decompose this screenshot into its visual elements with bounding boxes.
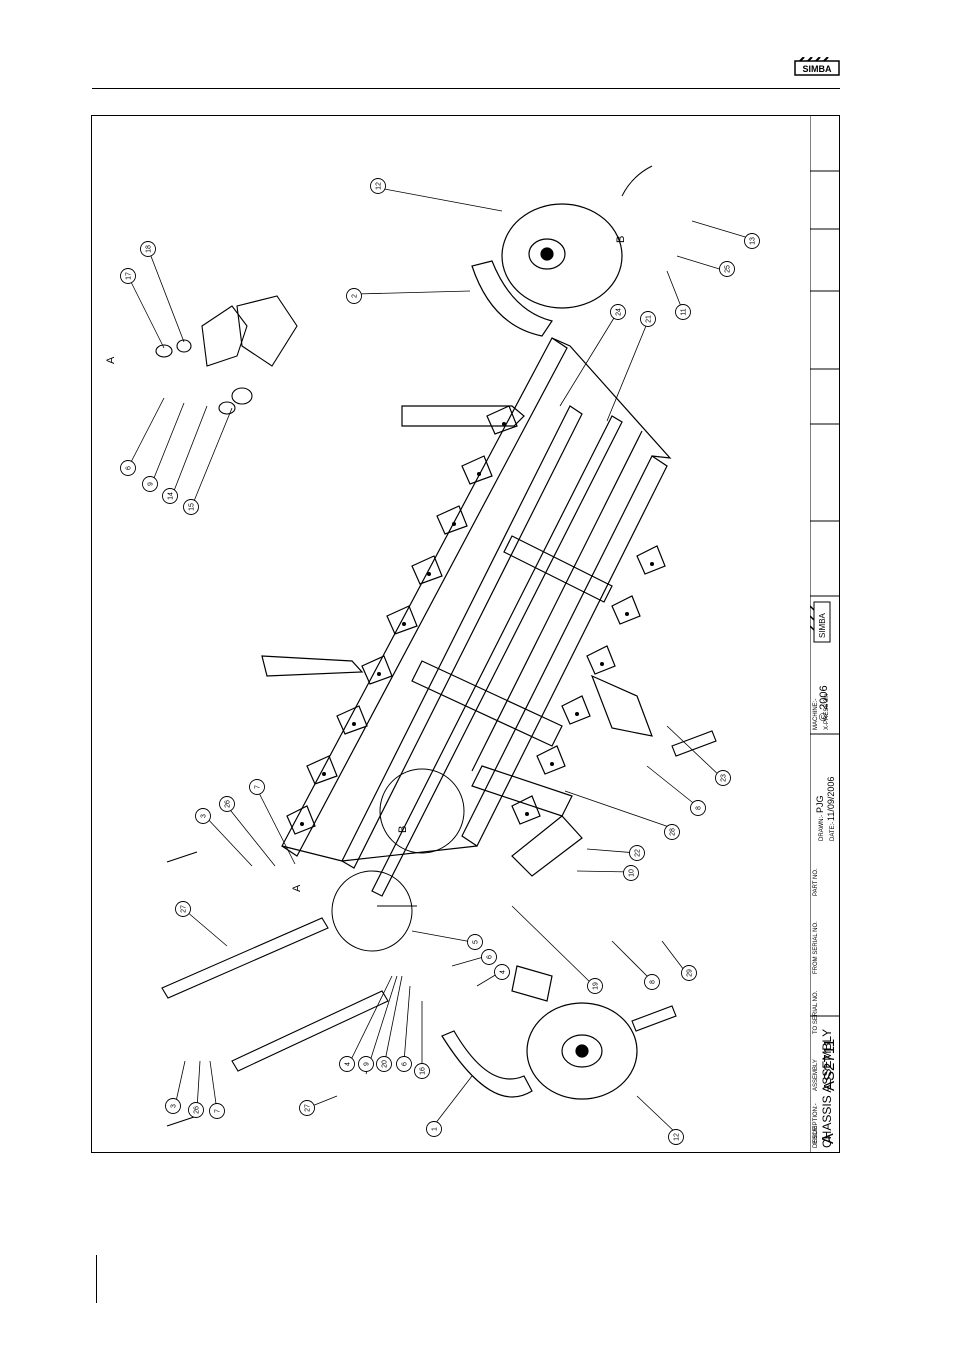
leader-lines xyxy=(129,188,752,1134)
callout-26-bottom: 26 xyxy=(194,1106,201,1114)
callout-4-left: 4 xyxy=(345,1062,352,1066)
callout-19: 19 xyxy=(593,982,600,990)
callout-27-lower: 27 xyxy=(305,1104,312,1112)
callout-12-top: 12 xyxy=(376,182,383,190)
view-label-b-top: B xyxy=(615,236,627,243)
drawn-label: DRAWN:- xyxy=(819,815,825,841)
headstock-plate xyxy=(472,766,572,816)
callout-2: 2 xyxy=(352,294,359,298)
detail-a-circle xyxy=(332,871,412,951)
callout-28: 28 xyxy=(670,828,677,836)
disc-top xyxy=(472,204,622,336)
pin-29 xyxy=(632,1006,676,1031)
callout-9-left: 9 xyxy=(364,1062,371,1066)
title-brand-text: SIMBA xyxy=(818,612,827,638)
view-label-a-left: A xyxy=(291,884,303,892)
page-margin-bar xyxy=(96,1255,97,1303)
link-upper xyxy=(162,918,328,998)
chassis-frame xyxy=(262,338,670,896)
chassis-exploded-view: A B A B xyxy=(92,116,810,1152)
beam-end-right xyxy=(552,338,670,458)
mount-bracket xyxy=(237,296,297,366)
bolt-top xyxy=(167,852,197,862)
logo-text: SIMBA xyxy=(803,64,833,74)
disc-clamp xyxy=(512,966,552,1001)
leg-brackets-rear xyxy=(512,546,665,824)
callout-8-low: 8 xyxy=(650,980,657,984)
callout-15: 15 xyxy=(189,503,196,511)
pivot-plate-left xyxy=(262,656,362,676)
callout-3-bottom: 3 xyxy=(171,1104,178,1108)
disc-arm-bottom xyxy=(442,1031,532,1097)
callout-6-mid: 6 xyxy=(487,955,494,959)
hitch-bracket xyxy=(592,676,652,736)
detail-b-leader xyxy=(622,166,652,196)
callout-16: 16 xyxy=(420,1067,427,1075)
detail-a-parts xyxy=(156,296,297,414)
callout-22: 22 xyxy=(635,849,642,857)
description-block: DESCRIPTION:- CHASSIS ASSEMBLY xyxy=(810,1016,840,1152)
disc-arm-top xyxy=(472,261,552,336)
lower-link-bracket xyxy=(512,816,582,876)
view-label-a-top: A xyxy=(105,356,117,364)
callout-27-upper: 27 xyxy=(181,905,188,913)
callout-6-left: 6 xyxy=(402,1062,409,1066)
callout-23: 23 xyxy=(721,774,728,782)
callout-7-bottom: 7 xyxy=(215,1109,222,1113)
callout-25: 25 xyxy=(725,265,732,273)
callout-17: 17 xyxy=(126,272,133,280)
from-serial-label: FROM SERIAL NO. xyxy=(813,921,819,974)
simba-logo: SIMBA xyxy=(794,57,840,77)
callout-9-a: 9 xyxy=(148,482,155,486)
tool-bar xyxy=(372,416,622,896)
lower-links xyxy=(162,731,716,1126)
callout-18: 18 xyxy=(146,245,153,253)
view-label-b-center: B xyxy=(397,826,409,833)
machine-label: MACHINE:- xyxy=(813,699,819,730)
description-label: DESCRIPTION:- xyxy=(813,1103,819,1148)
header-rule xyxy=(92,88,840,89)
callout-29: 29 xyxy=(687,969,694,977)
callout-8-right: 8 xyxy=(696,806,703,810)
callout-13: 13 xyxy=(750,237,757,245)
date-label: DATE:- xyxy=(830,822,836,841)
disc-bottom xyxy=(442,966,637,1099)
callout-3-top: 3 xyxy=(201,814,208,818)
pin-23 xyxy=(672,731,716,756)
callout-numbers: 12 2 13 25 11 21 24 17 18 6 9 14 15 3 26… xyxy=(126,182,757,1141)
callout-11: 11 xyxy=(681,308,688,315)
date-value: 11/09/2006 xyxy=(826,777,836,821)
detail-circles xyxy=(332,166,652,951)
bolt-bottom xyxy=(167,1116,197,1126)
description-value: CHASSIS ASSEMBLY xyxy=(820,1029,834,1148)
callout-24: 24 xyxy=(616,308,623,316)
diagonal-brace xyxy=(472,431,642,771)
callout-4-mid: 4 xyxy=(500,970,507,974)
machine-value: X-PRESS 3m xyxy=(824,694,830,730)
callout-1: 1 xyxy=(432,1127,439,1131)
cross-member-1 xyxy=(412,661,562,746)
callout-21: 21 xyxy=(646,315,653,323)
callout-10: 10 xyxy=(629,869,636,877)
title-brand-logo: SIMBA xyxy=(810,602,830,642)
callout-5: 5 xyxy=(473,940,480,944)
callout-12-bottom: 12 xyxy=(674,1133,681,1141)
drawn-value: PJG xyxy=(815,795,825,813)
view-labels: A B A B xyxy=(105,236,627,892)
callout-6-a: 6 xyxy=(126,466,133,470)
callout-14: 14 xyxy=(168,492,175,500)
part-no-label: PART NO. xyxy=(813,868,819,896)
callout-7-top: 7 xyxy=(255,785,262,789)
detail-b-circle xyxy=(380,769,464,853)
callout-balloons xyxy=(121,179,760,1145)
beam-end-left xyxy=(282,846,477,861)
title-block: ISSUE A ASSEMBLY AS2711 TO SERIAL NO. FR… xyxy=(810,116,840,1152)
callout-26-top: 26 xyxy=(225,800,232,808)
callout-20: 20 xyxy=(382,1060,389,1068)
